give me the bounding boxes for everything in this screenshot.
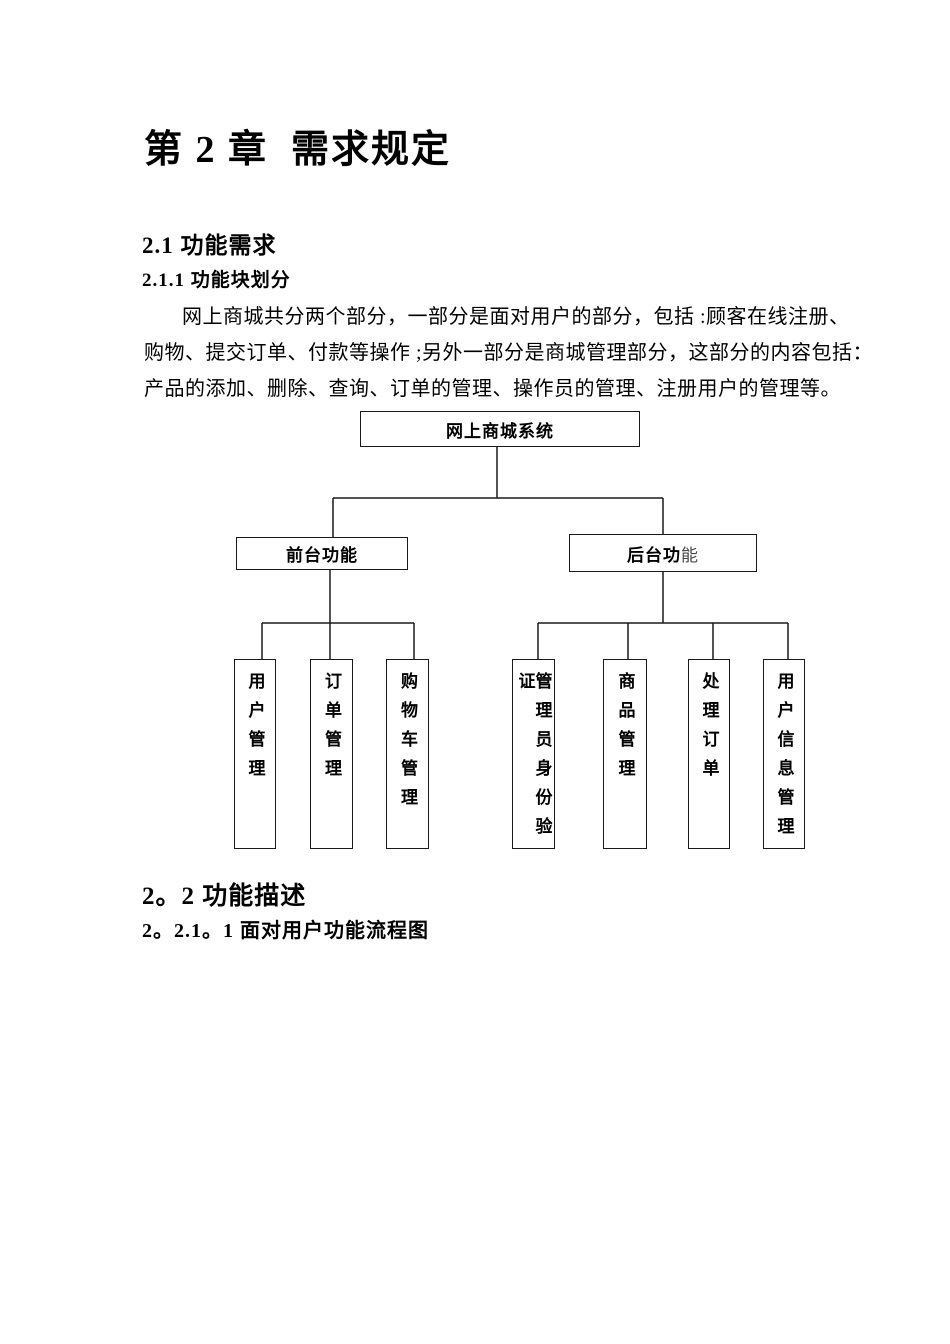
node-label: 商品管理 — [615, 672, 635, 788]
node-label: 管理员身份验证 — [515, 672, 552, 846]
section-heading-2-2-1-1: 2。2.1。1 面对用户功能流程图 — [142, 920, 429, 942]
node-online-mall-system: 网上商城系统 — [360, 411, 640, 447]
section-heading-2-2: 2。2 功能描述 — [142, 883, 307, 910]
node-label: 网上商城系统 — [446, 421, 554, 441]
paragraph-line-3: 产品的添加、删除、查询、订单的管理、操作员的管理、注册用户的管理等。 — [144, 378, 841, 400]
chapter-title: 第 2 章 需求规定 — [144, 129, 452, 171]
node-label: 处理订单 — [699, 672, 719, 788]
node-cart-management: 购物车管理 — [386, 659, 429, 849]
paragraph-line-1: 网上商城共分两个部分，一部分是面对用户的部分，包括 :顾客在线注册、 — [182, 306, 850, 328]
node-admin-identity-verification: 管理员身份验证 — [512, 659, 555, 849]
section-heading-2-1-1: 2.1.1 功能块划分 — [142, 270, 291, 291]
node-user-management: 用户管理 — [234, 659, 276, 849]
node-label: 订单管理 — [322, 672, 341, 788]
body-paragraph: 网上商城共分两个部分，一部分是面对用户的部分，包括 :顾客在线注册、 购物、提交… — [144, 299, 874, 407]
node-label: 用户信息管理 — [774, 672, 794, 846]
node-label: 购物车管理 — [398, 672, 417, 817]
node-userinfo-management: 用户信息管理 — [763, 659, 805, 849]
paragraph-line-2: 购物、提交订单、付款等操作 ;另外一部分是商城管理部分，这部分的内容包括： — [144, 342, 874, 364]
node-product-management: 商品管理 — [603, 659, 647, 849]
section-heading-2-1: 2.1 功能需求 — [142, 233, 277, 258]
node-order-management: 订单管理 — [310, 659, 353, 849]
node-backend-functions: 后台功能 — [569, 534, 757, 572]
node-process-orders: 处理订单 — [688, 659, 730, 849]
node-label: 前台功能 — [286, 546, 358, 565]
node-label: 用户管理 — [245, 672, 265, 788]
node-label: 后台功能 — [627, 545, 699, 565]
node-frontend-functions: 前台功能 — [236, 537, 408, 570]
